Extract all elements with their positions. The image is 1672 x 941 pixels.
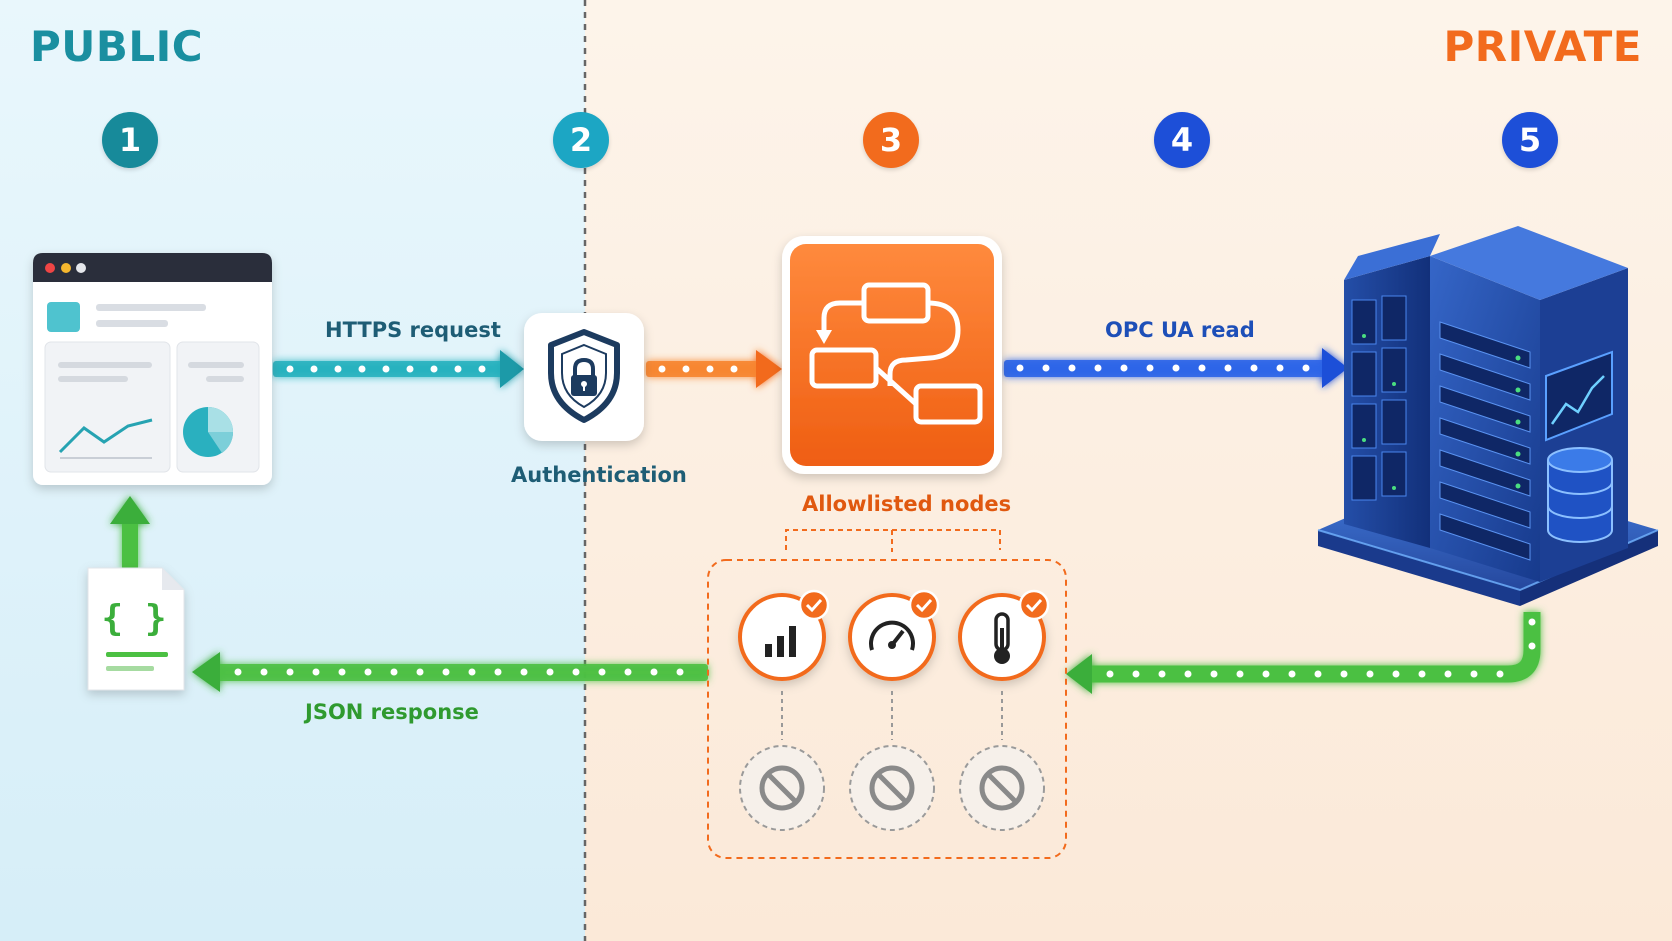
blocked-icon bbox=[979, 765, 1025, 811]
allowlisted-nodes-label: Allowlisted nodes bbox=[802, 492, 1012, 516]
json-response-label: JSON response bbox=[305, 700, 479, 724]
opc-read-arrow bbox=[1004, 348, 1348, 388]
blocked-node-3 bbox=[959, 745, 1045, 831]
https-request-label: HTTPS request bbox=[325, 318, 501, 342]
allowed-node-3 bbox=[958, 589, 1050, 681]
browser-dashboard-icon bbox=[33, 253, 272, 485]
public-zone-title: PUBLIC bbox=[30, 22, 204, 71]
step-badge-5: 5 bbox=[1502, 112, 1558, 168]
json-arrow-dots bbox=[234, 668, 684, 676]
step-badge-4: 4 bbox=[1154, 112, 1210, 168]
blocked-connectors bbox=[781, 691, 1003, 740]
database-icon bbox=[1547, 447, 1613, 543]
check-icon bbox=[1025, 598, 1043, 613]
server-return-arrow bbox=[1066, 612, 1541, 694]
step-badge-1: 1 bbox=[102, 112, 158, 168]
auth-to-gateway-arrow bbox=[646, 350, 782, 388]
private-zone-title: PRIVATE bbox=[1443, 22, 1642, 71]
step-badge-2: 2 bbox=[553, 112, 609, 168]
return-arrow-dots bbox=[1106, 618, 1536, 678]
opc-ua-read-label: OPC UA read bbox=[1105, 318, 1255, 342]
json-document-icon: { } bbox=[87, 567, 185, 691]
bar-chart-icon bbox=[765, 626, 796, 657]
flowchart-icon bbox=[782, 236, 1002, 474]
allowlist-bracket bbox=[785, 529, 1001, 552]
blocked-icon bbox=[759, 765, 805, 811]
opc-arrow-dots bbox=[1016, 364, 1310, 372]
step-badge-3: 3 bbox=[863, 112, 919, 168]
json-response-arrow bbox=[192, 652, 708, 692]
allowed-node-1 bbox=[738, 589, 830, 681]
blocked-node-1 bbox=[739, 745, 825, 831]
json-braces: { } bbox=[101, 598, 166, 639]
check-icon bbox=[805, 598, 823, 613]
authentication-label: Authentication bbox=[511, 463, 687, 487]
thermometer-icon bbox=[994, 612, 1010, 664]
shield-lock-icon bbox=[524, 313, 644, 441]
server-rack-icon bbox=[1317, 226, 1659, 606]
blocked-icon bbox=[869, 765, 915, 811]
json-to-client-arrow bbox=[110, 496, 150, 570]
allowed-node-2 bbox=[848, 589, 940, 681]
blocked-node-2 bbox=[849, 745, 935, 831]
auth-arrow-dots bbox=[658, 365, 738, 373]
check-icon bbox=[915, 598, 933, 613]
https-arrow-dots bbox=[286, 365, 486, 373]
